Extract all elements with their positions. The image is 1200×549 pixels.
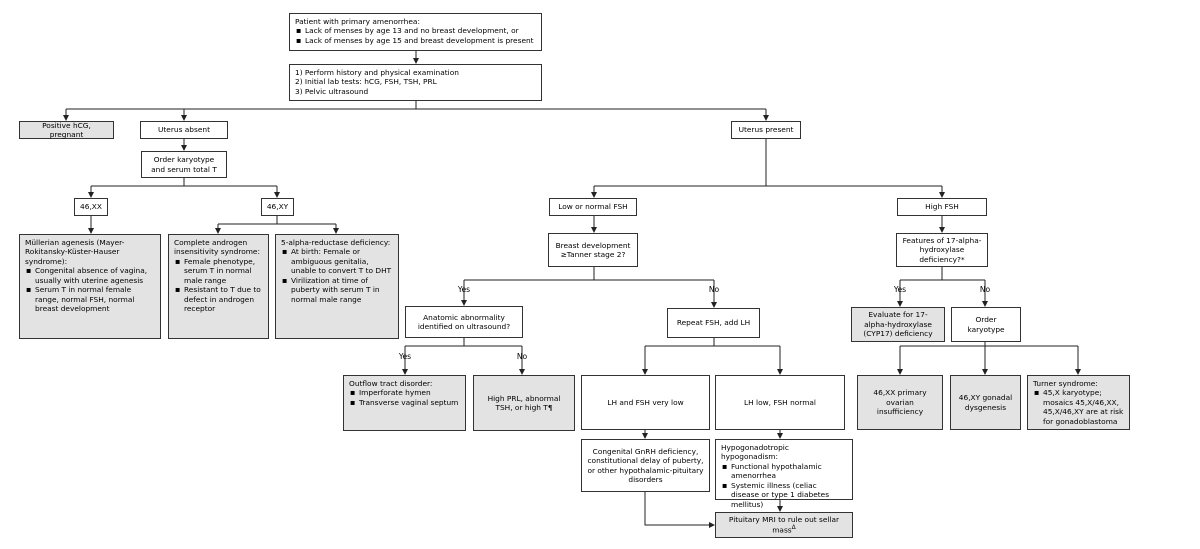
5-alpha-reductase-node: 5-alpha-reductase deficiency: At birth: … <box>275 234 399 339</box>
lh-fsh-very-low-node: LH and FSH very low <box>581 375 710 430</box>
five-ard-title: 5-alpha-reductase deficiency: <box>281 238 391 247</box>
evaluate-cyp17-node: Evaluate for 17-alpha-hydroxylase (CYP17… <box>851 307 945 342</box>
mullerian-agenesis-node: Müllerian agenesis (Mayer-Rokitansky-Küs… <box>19 234 161 339</box>
start-node: Patient with primary amenorrhea: Lack of… <box>289 13 542 51</box>
cais-list: Female phenotype, serum T in normal male… <box>174 257 263 314</box>
hypogonadotropic-list: Functional hypothalamic amenorrhea Syste… <box>721 462 847 509</box>
no-label: No <box>979 285 991 294</box>
lh-low-fsh-normal-node: LH low, FSH normal <box>715 375 845 430</box>
order-karyotype-testosterone-node: Order karyotype and serum total T <box>141 151 227 178</box>
no-label: No <box>708 285 720 294</box>
mullerian-title: Müllerian agenesis (Mayer-Rokitansky-Küs… <box>25 238 125 266</box>
mullerian-item: Serum T in normal female range, normal F… <box>25 285 155 313</box>
start-title: Patient with primary amenorrhea: <box>295 17 420 26</box>
cais-item: Resistant to T due to defect in androgen… <box>174 285 263 313</box>
yes-label: Yes <box>457 285 471 294</box>
workup-line: 3) Pelvic ultrasound <box>295 86 369 96</box>
hypogonadotropic-item: Functional hypothalamic amenorrhea <box>721 462 847 481</box>
hypogonadotropic-node: Hypogonadotropic hypogonadism: Functiona… <box>715 439 853 509</box>
no-label: No <box>516 352 528 361</box>
turner-item: 45,X karyotype; mosaics 45,X/46,XX, 45,X… <box>1033 388 1124 426</box>
workup-line: 1) Perform history and physical examinat… <box>295 68 459 77</box>
repeat-fsh-add-lh-node: Repeat FSH, add LH <box>667 308 760 338</box>
five-ard-list: At birth: Female or ambiguous genitalia,… <box>281 247 393 304</box>
cais-item: Female phenotype, serum T in normal male… <box>174 257 263 285</box>
footnote-mark: Δ <box>791 524 796 532</box>
congenital-gnrh-node: Congenital GnRH deficiency, constitution… <box>581 439 710 492</box>
androgen-insensitivity-node: Complete androgen insensitivity syndrome… <box>168 234 269 339</box>
turner-list: 45,X karyotype; mosaics 45,X/46,XX, 45,X… <box>1033 388 1124 426</box>
five-ard-item: At birth: Female or ambiguous genitalia,… <box>281 247 393 275</box>
turner-title: Turner syndrome: <box>1033 379 1098 388</box>
anatomic-abnormality-node: Anatomic abnormality identified on ultra… <box>405 306 523 338</box>
17-hydroxylase-features-node: Features of 17-alpha-hydroxylase deficie… <box>896 233 988 267</box>
hypogonadotropic-title: Hypogonadotropic hypogonadism: <box>721 443 789 462</box>
outflow-list: Imperforate hymen Transverse vaginal sep… <box>349 388 460 409</box>
high-fsh-node: High FSH <box>897 198 987 216</box>
turner-syndrome-node: Turner syndrome: 45,X karyotype; mosaics… <box>1027 375 1130 430</box>
start-criteria-item: Lack of menses by age 15 and breast deve… <box>295 36 536 47</box>
start-criteria-item: Lack of menses by age 13 and no breast d… <box>295 26 536 37</box>
initial-workup-node: 1) Perform history and physical examinat… <box>289 64 542 101</box>
high-prl-node: High PRL, abnormal TSH, or high T¶ <box>473 375 575 431</box>
order-karyotype-node: Order karyotype <box>951 307 1021 342</box>
mullerian-list: Congenital absence of vagina, usually wi… <box>25 266 155 313</box>
primary-ovarian-insufficiency-node: 46,XX primary ovarian insufficiency <box>857 375 943 430</box>
yes-label: Yes <box>893 285 907 294</box>
workup-line: 2) Initial lab tests: hCG, FSH, TSH, PRL <box>295 77 437 87</box>
five-ard-item: Virilization at time of puberty with ser… <box>281 276 393 304</box>
hypogonadotropic-item: Systemic illness (celiac disease or type… <box>721 481 847 509</box>
gonadal-dysgenesis-node: 46,XY gonadal dysgenesis <box>950 375 1021 430</box>
outflow-item: Imperforate hymen <box>349 388 460 399</box>
yes-label: Yes <box>398 352 412 361</box>
breast-development-node: Breast development ≥Tanner stage 2? <box>548 233 638 267</box>
mullerian-item: Congenital absence of vagina, usually wi… <box>25 266 155 285</box>
low-normal-fsh-node: Low or normal FSH <box>549 198 637 216</box>
pituitary-mri-text: Pituitary MRI to rule out sellar massΔ <box>721 515 847 535</box>
outflow-tract-node: Outflow tract disorder: Imperforate hyme… <box>343 375 466 431</box>
cais-title: Complete androgen insensitivity syndrome… <box>174 238 260 257</box>
start-criteria-list: Lack of menses by age 13 and no breast d… <box>295 26 536 47</box>
uterus-absent-node: Uterus absent <box>140 121 228 139</box>
positive-hcg-node: Positive hCG, pregnant <box>19 121 114 139</box>
pituitary-text: Pituitary MRI to rule out sellar mass <box>728 514 840 535</box>
outflow-title: Outflow tract disorder: <box>349 379 433 388</box>
uterus-present-node: Uterus present <box>731 121 801 139</box>
karyotype-46xy-node: 46,XY <box>261 198 294 216</box>
outflow-item: Transverse vaginal septum <box>349 398 460 409</box>
karyotype-46xx-node: 46,XX <box>74 198 108 216</box>
pituitary-mri-node: Pituitary MRI to rule out sellar massΔ <box>715 512 853 538</box>
